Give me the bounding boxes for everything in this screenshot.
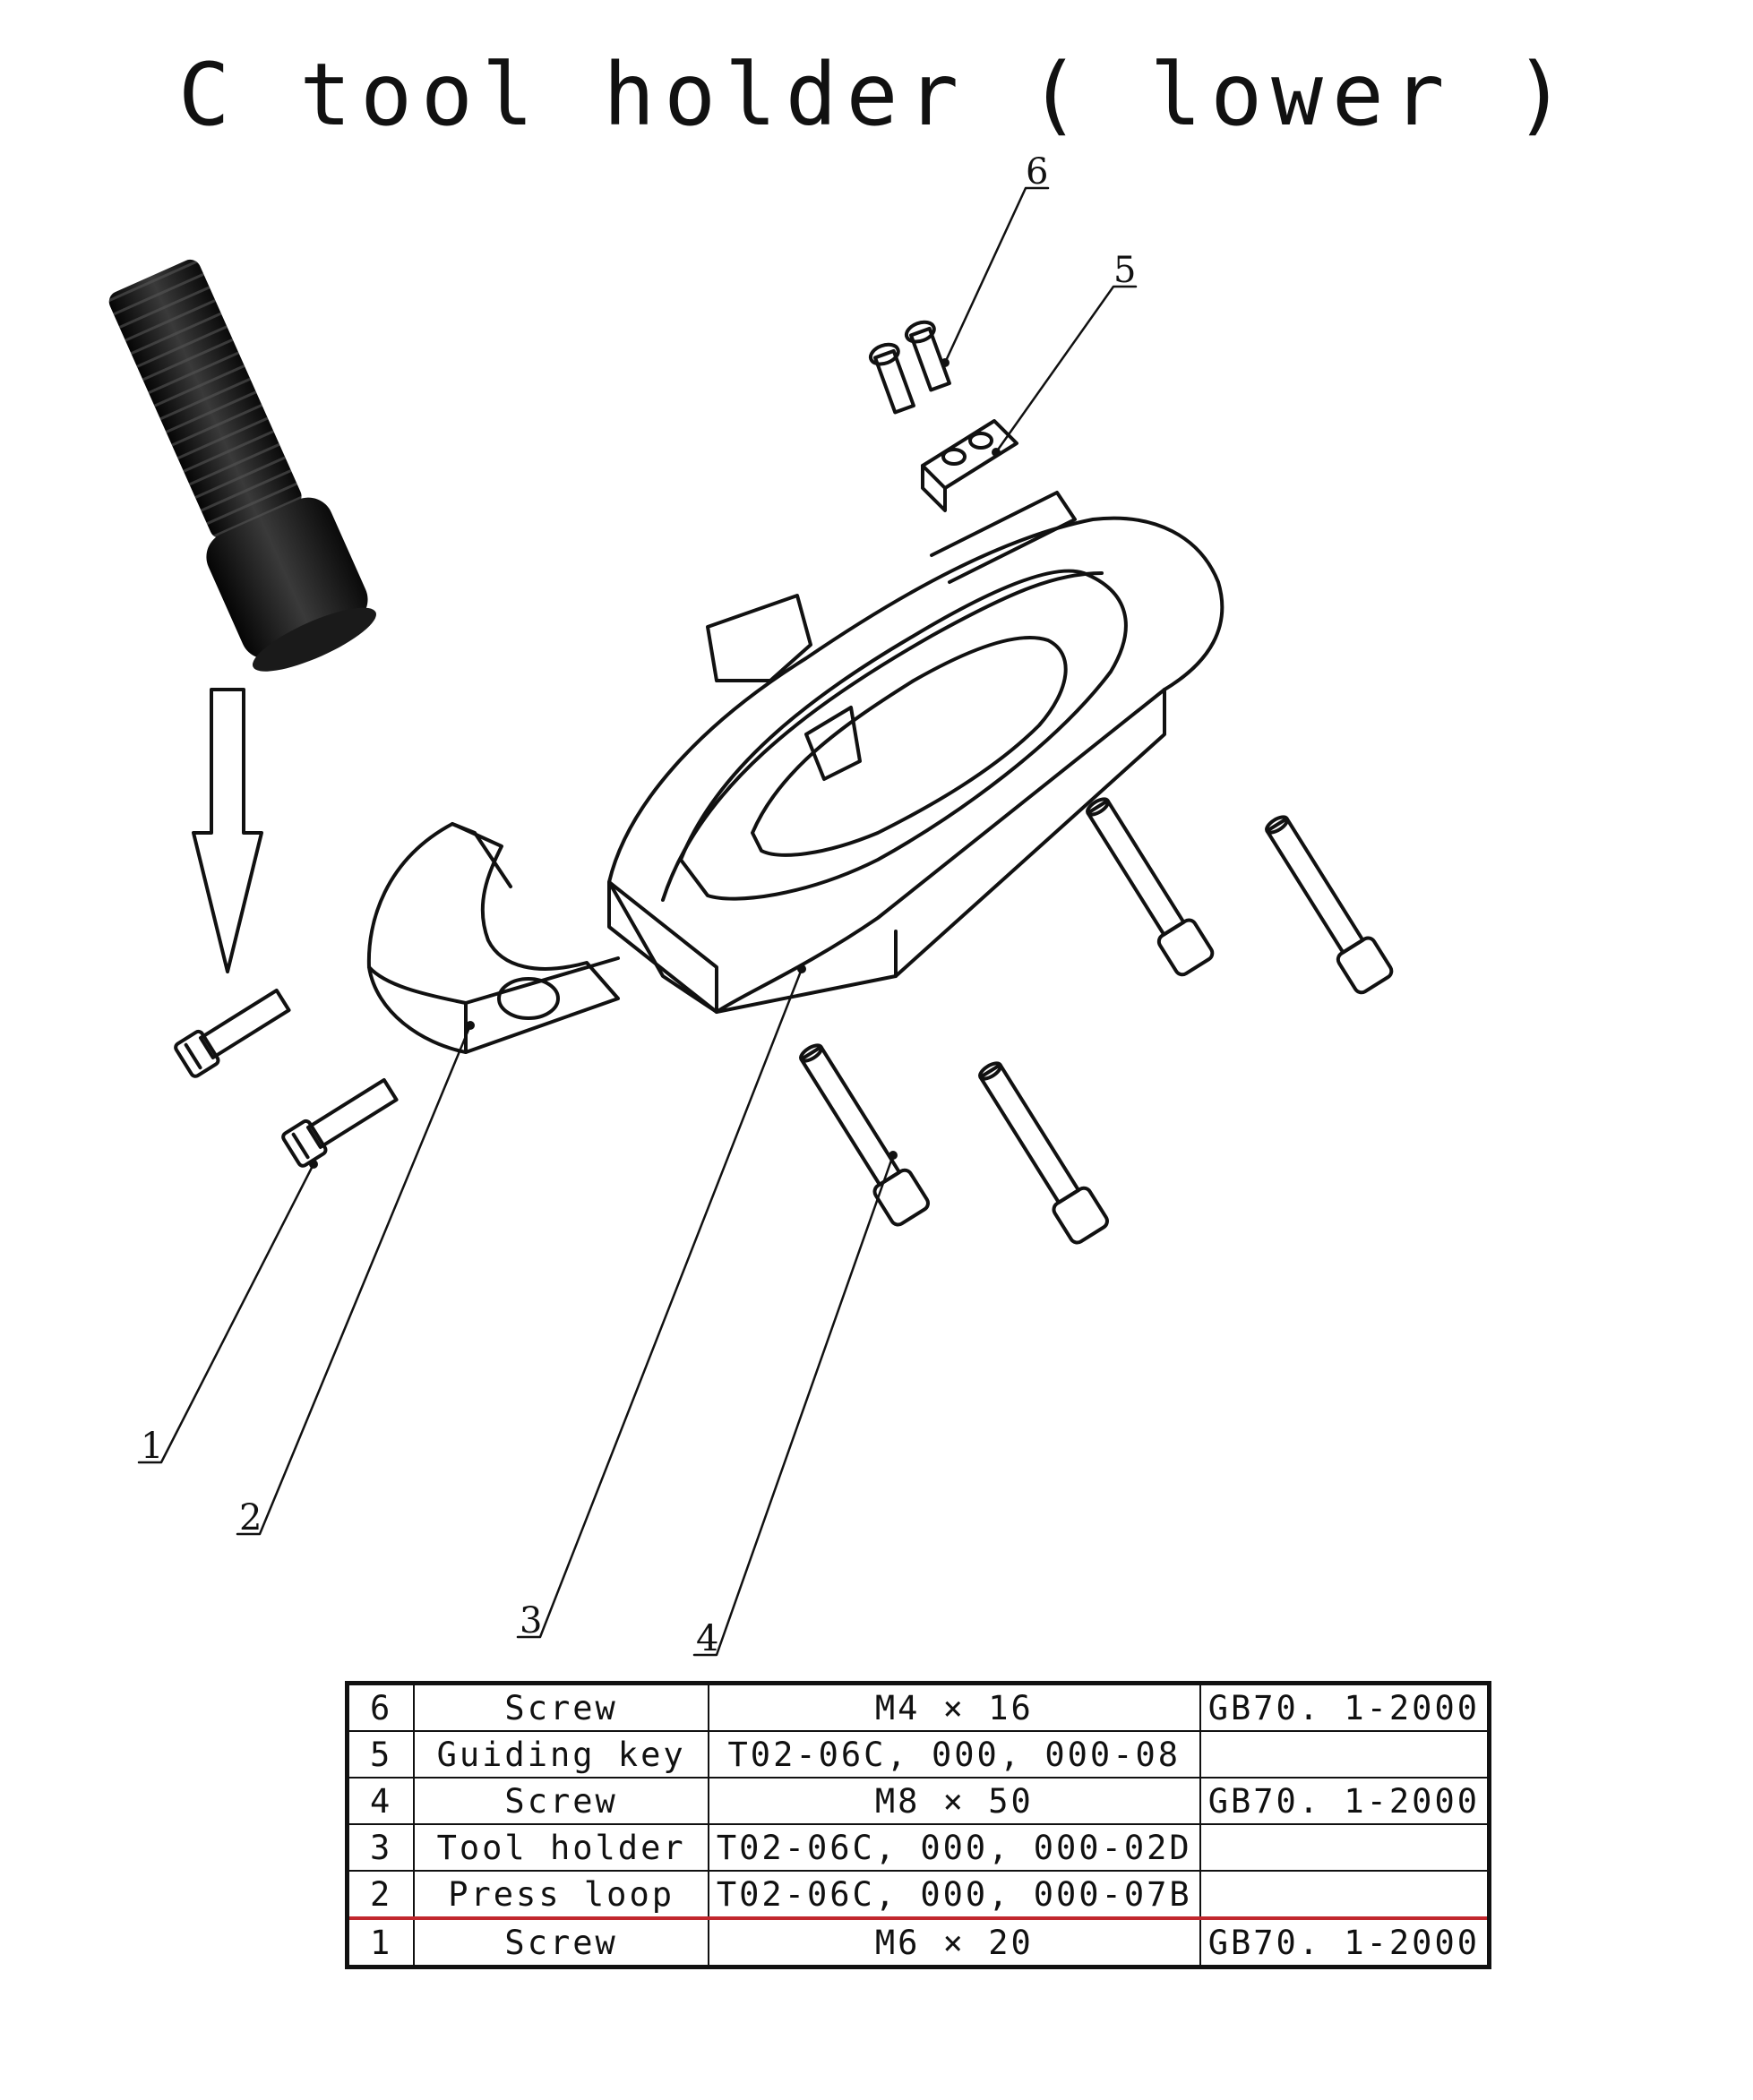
screw-m6-lower bbox=[281, 1077, 399, 1168]
leader-6 bbox=[943, 186, 1050, 364]
part-name: Tool holder bbox=[413, 1823, 709, 1872]
part-number: 2 bbox=[346, 1870, 416, 1919]
part-name: Guiding key bbox=[413, 1730, 709, 1779]
press-loop-part bbox=[366, 822, 620, 1054]
part-number: 6 bbox=[346, 1682, 416, 1732]
callout-1: 1 bbox=[141, 1426, 164, 1467]
screw-m6-upper bbox=[174, 988, 291, 1078]
part-standard: GB70. 1-2000 bbox=[1199, 1777, 1491, 1825]
screw-m8-3 bbox=[799, 1043, 930, 1227]
leader-5 bbox=[994, 285, 1138, 454]
table-row: 6 Screw M4 × 16 GB70. 1-2000 bbox=[346, 1682, 1491, 1732]
table-row: 5 Guiding key T02-06C, 000, 000-08 bbox=[346, 1730, 1491, 1779]
table-row-highlighted: 1 Screw M6 × 20 GB70. 1-2000 bbox=[346, 1916, 1491, 1969]
callout-5: 5 bbox=[1113, 250, 1137, 291]
table-row: 2 Press loop T02-06C, 000, 000-07B bbox=[346, 1870, 1491, 1919]
leader-3 bbox=[516, 967, 803, 1639]
part-code: T02-06C, 000, 000-07B bbox=[707, 1870, 1201, 1919]
part-number: 1 bbox=[346, 1916, 416, 1969]
part-code: M8 × 50 bbox=[707, 1777, 1201, 1825]
part-standard bbox=[1199, 1730, 1491, 1779]
screw-m4-left bbox=[868, 342, 915, 415]
screw-m4-right bbox=[904, 320, 951, 392]
part-name: Screw bbox=[413, 1916, 709, 1969]
screw-m8-4 bbox=[978, 1061, 1109, 1245]
guiding-key-part bbox=[921, 419, 1018, 512]
part-standard bbox=[1199, 1823, 1491, 1872]
part-standard: GB70. 1-2000 bbox=[1199, 1682, 1491, 1732]
part-code: T02-06C, 000, 000-08 bbox=[707, 1730, 1201, 1779]
leader-dots bbox=[309, 358, 1001, 1169]
page-title: C tool holder ( lower ) bbox=[177, 45, 1576, 145]
parts-table: 6 Screw M4 × 16 GB70. 1-2000 5 Guiding k… bbox=[345, 1681, 1491, 1969]
part-standard: GB70. 1-2000 bbox=[1199, 1916, 1491, 1969]
part-code: M6 × 20 bbox=[707, 1916, 1201, 1969]
screw-m8-1 bbox=[1086, 797, 1215, 977]
part-name: Press loop bbox=[413, 1870, 709, 1919]
bolt-photo bbox=[108, 259, 376, 672]
leader-4 bbox=[692, 1153, 895, 1657]
part-code: M4 × 16 bbox=[707, 1682, 1201, 1732]
table-row: 4 Screw M8 × 50 GB70. 1-2000 bbox=[346, 1777, 1491, 1825]
callout-4: 4 bbox=[696, 1618, 719, 1659]
tool-holder-part bbox=[607, 491, 1225, 1014]
part-number: 5 bbox=[346, 1730, 416, 1779]
part-name: Screw bbox=[413, 1682, 709, 1732]
table-row: 3 Tool holder T02-06C, 000, 000-02D bbox=[346, 1823, 1491, 1872]
screw-m8-2 bbox=[1265, 815, 1394, 995]
down-arrow-icon bbox=[192, 688, 263, 973]
leader-lines bbox=[137, 186, 1138, 1657]
part-standard bbox=[1199, 1870, 1491, 1919]
leader-1 bbox=[137, 1162, 315, 1464]
part-number: 3 bbox=[346, 1823, 416, 1872]
leader-2 bbox=[236, 1024, 472, 1536]
part-name: Screw bbox=[413, 1777, 709, 1825]
callout-3: 3 bbox=[520, 1600, 543, 1641]
part-code: T02-06C, 000, 000-02D bbox=[707, 1823, 1201, 1872]
part-number: 4 bbox=[346, 1777, 416, 1825]
callout-2: 2 bbox=[239, 1497, 262, 1539]
callout-6: 6 bbox=[1026, 151, 1049, 193]
